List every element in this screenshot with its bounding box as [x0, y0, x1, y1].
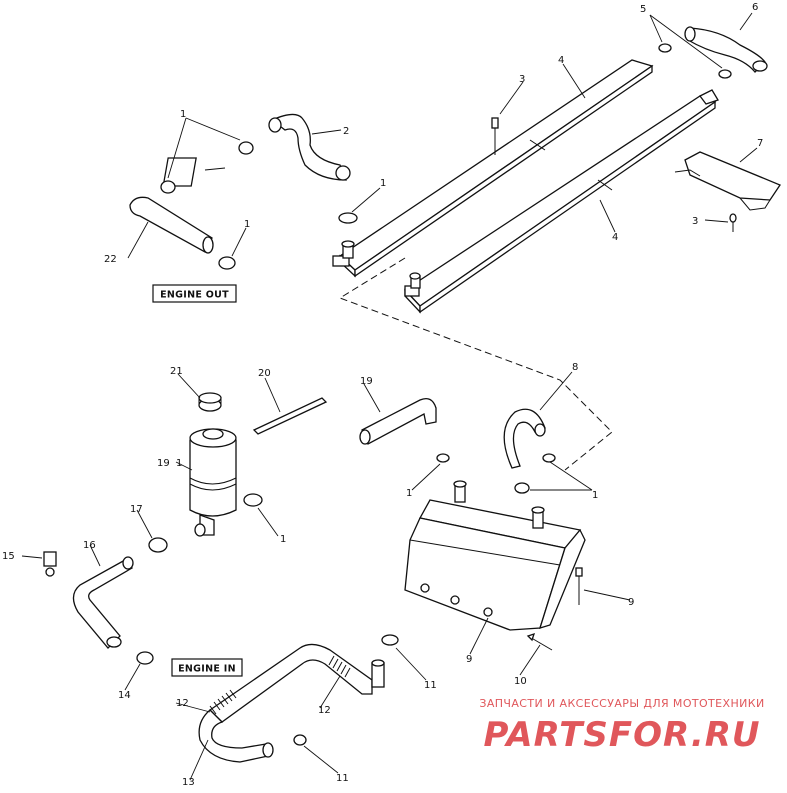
bracket-7 — [674, 151, 781, 211]
callout-12: 12 — [318, 705, 331, 716]
hose-19 — [359, 397, 437, 445]
watermark-subtitle: ЗАПЧАСТИ И АКСЕССУАРЫ ДЛЯ МОТОТЕХНИКИ — [479, 697, 764, 710]
callout-5: 5 — [640, 4, 646, 15]
callout-9: 9 — [466, 654, 472, 665]
callout-15: 15 — [2, 551, 15, 562]
callout-1: 1 — [244, 219, 250, 230]
engine-in-box: ENGINE IN — [171, 658, 243, 677]
clamp-5b — [718, 69, 732, 79]
hose-22 — [129, 196, 214, 254]
clip-15 — [43, 551, 57, 577]
callout-22: 22 — [104, 254, 117, 265]
callout-2: 2 — [343, 126, 349, 137]
clamp-1-cooler — [338, 212, 358, 224]
callout-1: 1 — [280, 534, 286, 545]
dashed-link — [338, 257, 613, 471]
callout-8: 8 — [572, 362, 578, 373]
callout-1: 1 — [176, 458, 182, 469]
callout-1: 1 — [592, 490, 598, 501]
clamp-1-mid-a — [436, 453, 450, 463]
callout-14: 14 — [118, 690, 131, 701]
callout-19: 19 — [360, 376, 373, 387]
engine-out-label: ENGINE OUT — [160, 290, 229, 301]
callout-20: 20 — [258, 368, 271, 379]
watermark-brand: PARTSFOR.RU — [483, 715, 760, 755]
rod-20 — [252, 397, 328, 435]
clamp-11-upper — [381, 634, 399, 646]
callout-9: 9 — [628, 597, 634, 608]
hose-6 — [684, 26, 768, 73]
callout-7: 7 — [757, 138, 763, 149]
clamp-1-reservoir — [243, 493, 263, 507]
callout-4: 4 — [612, 232, 618, 243]
screw-9 — [575, 567, 583, 605]
callout-3: 3 — [519, 74, 525, 85]
engine-in-label: ENGINE IN — [178, 664, 236, 675]
callout-3: 3 — [692, 216, 698, 227]
clamp-1-mid-c — [514, 482, 530, 494]
clamp-14 — [136, 651, 154, 665]
callout-11: 11 — [424, 680, 437, 691]
cooler-upper — [332, 59, 654, 278]
reservoir-19 — [189, 428, 237, 537]
clamp-1-top — [238, 141, 254, 155]
heat-exchanger-9 — [404, 480, 586, 631]
clamp-1-mid-b — [542, 453, 556, 463]
clamp-11-lower — [293, 734, 307, 746]
clamp-1-fitting — [160, 180, 176, 194]
hose-12-13 — [198, 643, 385, 763]
callout-10: 10 — [514, 676, 527, 687]
callout-11: 11 — [336, 773, 349, 784]
hose-16 — [72, 556, 134, 649]
cap-21 — [198, 392, 222, 412]
callout-19: 19 — [157, 458, 170, 469]
watermark: ЗАПЧАСТИ И АКСЕССУАРЫ ДЛЯ МОТОТЕХНИКИ PA… — [479, 697, 764, 755]
clamp-1-hose22 — [218, 256, 236, 270]
callout-1: 1 — [406, 488, 412, 499]
callout-1: 1 — [380, 178, 386, 189]
screw-3-upper — [491, 117, 499, 155]
callouts: 1 1 1 1 1 1 1 2 3 3 4 4 5 6 7 8 9 9 10 1… — [2, 2, 763, 788]
callout-16: 16 — [83, 540, 96, 551]
callout-21: 21 — [170, 366, 183, 377]
clamp-17 — [148, 537, 168, 553]
callout-4: 4 — [558, 55, 564, 66]
callout-12: 12 — [176, 698, 189, 709]
callout-6: 6 — [752, 2, 758, 13]
hose-2 — [268, 113, 351, 181]
leader-lines — [21, 12, 758, 781]
hose-8 — [503, 408, 546, 469]
engine-out-box: ENGINE OUT — [152, 284, 237, 303]
callout-1: 1 — [180, 109, 186, 120]
callout-13: 13 — [182, 777, 195, 788]
screw-10 — [526, 632, 553, 651]
clamp-5a — [658, 43, 672, 53]
screw-3-right — [729, 213, 737, 232]
callout-17: 17 — [130, 504, 143, 515]
cooler-lower — [403, 89, 719, 314]
